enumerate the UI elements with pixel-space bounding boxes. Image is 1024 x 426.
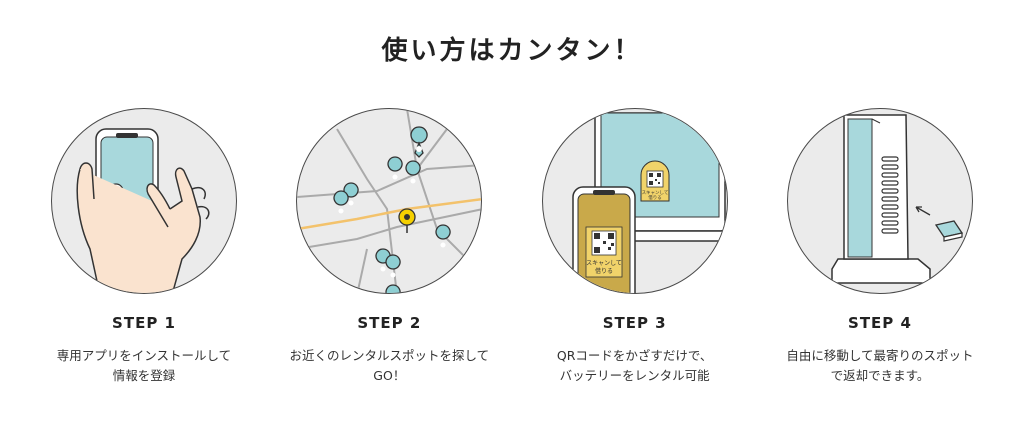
step-3-illustration: スキャンして 借りる スキャンして 借りる — [541, 108, 728, 294]
step-3-desc-line-1: QRコードをかざすだけで、 — [556, 348, 713, 363]
step-4-label: STEP 4 — [848, 314, 912, 332]
step-2-desc-line-1: お近くのレンタルスポットを探して — [289, 348, 490, 363]
phone-qr-text-line-1: スキャンして — [586, 260, 622, 267]
step-4-illustration — [786, 108, 973, 294]
charging-station-icon — [831, 114, 964, 284]
phone-qr-text-line-2: 借りる — [595, 267, 613, 275]
step-1-description: 専用アプリをインストールして 情報を登録 — [57, 346, 231, 386]
step-2-label: STEP 2 — [357, 314, 422, 332]
step-1: STEP 1 専用アプリをインストールして 情報を登録 — [44, 108, 244, 386]
kiosk-qr-text-line-1: スキャンして — [641, 190, 668, 196]
steps-list: STEP 1 専用アプリをインストールして 情報を登録 — [44, 108, 980, 386]
step-4-desc-line-1: 自由に移動して最寄りのスポット — [786, 348, 974, 363]
step-3-description: QRコードをかざすだけで、 バッテリーをレンタル可能 — [557, 346, 713, 386]
step-1-label: STEP 1 — [112, 314, 176, 332]
step-2-description: お近くのレンタルスポットを探して GO！ — [290, 346, 490, 386]
kiosk-qr-text-line-2: 借りる — [648, 194, 662, 201]
step-3: スキャンして 借りる スキャンして 借りる — [535, 108, 735, 386]
step-4: STEP 4 自由に移動して最寄りのスポット で返却できます。 — [780, 108, 980, 386]
step-1-desc-line-1: 専用アプリをインストールして — [56, 348, 232, 363]
qr-scan-icon: スキャンして 借りる スキャンして 借りる — [571, 112, 727, 293]
step-2-desc-line-2: GO！ — [373, 368, 406, 383]
step-2-illustration — [296, 108, 483, 294]
step-1-illustration — [51, 108, 237, 294]
step-2: STEP 2 お近くのレンタルスポットを探して GO！ — [289, 108, 489, 386]
step-4-description: 自由に移動して最寄りのスポット で返却できます。 — [786, 346, 973, 386]
step-4-desc-line-2: で返却できます。 — [830, 368, 930, 383]
map-pins-icon — [297, 109, 482, 293]
step-3-desc-line-2: バッテリーをレンタル可能 — [559, 368, 710, 383]
step-1-desc-line-2: 情報を登録 — [112, 368, 176, 383]
step-3-label: STEP 3 — [602, 314, 667, 332]
page-title: 使い方はカンタン！ — [381, 36, 643, 66]
phone-in-hand-icon — [76, 128, 210, 293]
